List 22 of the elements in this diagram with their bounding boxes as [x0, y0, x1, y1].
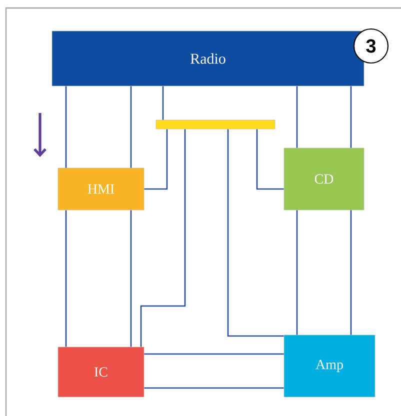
module-box: HMI — [58, 168, 144, 210]
connector-line — [162, 86, 164, 120]
connector-line — [144, 387, 284, 389]
module-box: CD — [284, 148, 364, 210]
connector-line — [256, 129, 284, 190]
connector-line — [296, 210, 298, 335]
callout-number: 3 — [353, 28, 389, 64]
connector-line — [130, 210, 132, 347]
connector-line — [227, 129, 284, 337]
module-box: Amp — [284, 334, 376, 398]
connector-line — [296, 86, 298, 148]
connector-line — [140, 129, 186, 347]
connector-line — [130, 86, 132, 168]
bus-bar — [156, 120, 276, 130]
connector-line — [144, 353, 284, 355]
connector-line — [350, 210, 352, 335]
connector-line — [65, 86, 67, 168]
connector-line — [350, 86, 352, 148]
module-box: IC — [58, 346, 144, 398]
connector-line — [144, 129, 168, 190]
radio-box: Radio — [52, 30, 364, 86]
connector-line — [65, 210, 67, 347]
